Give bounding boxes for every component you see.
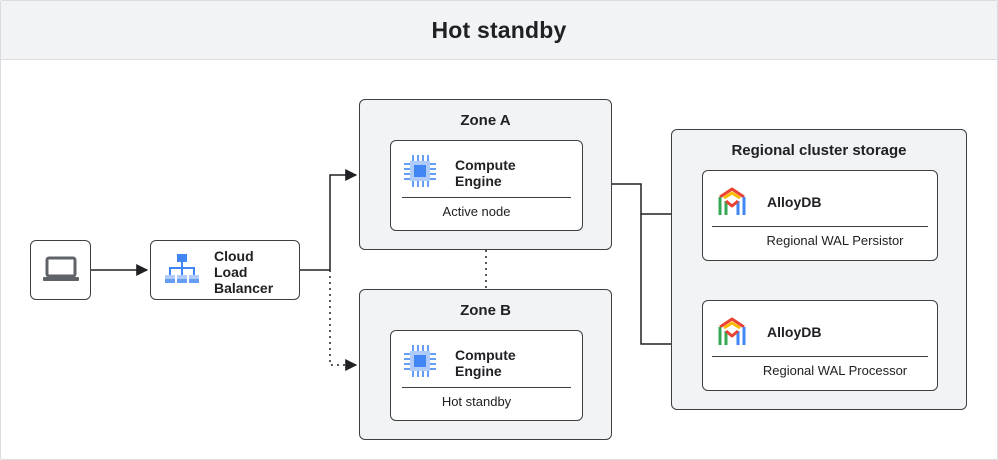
zone-b-compute-engine[interactable]: Compute Engine Hot standby: [390, 330, 583, 421]
storage-item-subtitle: Regional WAL Processor: [762, 363, 908, 378]
diagram-title: Hot standby: [431, 16, 567, 43]
service-name-line: Engine: [455, 173, 502, 189]
storage-title: Regional cluster storage: [731, 142, 907, 159]
load-balancer-label: Cloud Load Balancer: [214, 248, 273, 296]
storage-item-processor[interactable]: AlloyDB Regional WAL Processor: [702, 300, 938, 391]
zone-a-compute-engine[interactable]: Compute Engine Active node: [390, 140, 583, 231]
compute-engine-icon: [404, 155, 436, 187]
storage-item-name: AlloyDB: [767, 194, 822, 210]
zone-b-service-subtitle: Hot standby: [441, 394, 512, 409]
load-balancer-label-line: Load: [214, 264, 248, 280]
client-node[interactable]: [30, 240, 91, 300]
compute-engine-icon: [404, 345, 436, 377]
zone-b-title: Zone B: [460, 302, 511, 319]
zone-b-service-name: Compute Engine: [455, 347, 516, 379]
zone-a-service-name: Compute Engine: [455, 157, 516, 189]
zone-b-divider: [402, 387, 571, 388]
title-bar: Hot standby: [1, 1, 997, 60]
service-name-line: Compute: [455, 157, 516, 173]
storage-item-subtitle: Regional WAL Persistor: [766, 233, 904, 248]
storage-item-divider: [712, 356, 928, 357]
alloydb-icon: [718, 187, 746, 215]
load-balancer-label-line: Balancer: [214, 280, 274, 296]
zone-a-service-subtitle: Active node: [442, 204, 511, 219]
load-balancer-node[interactable]: Cloud Load Balancer: [150, 240, 300, 300]
load-balancer-label-line: Cloud: [214, 248, 254, 264]
zone-a: Zone A Compute Engine Active node: [359, 99, 612, 250]
storage-item-divider: [712, 226, 928, 227]
zone-a-divider: [402, 197, 571, 198]
load-balancer-icon: [165, 254, 199, 283]
laptop-icon: [43, 256, 79, 281]
service-name-line: Compute: [455, 347, 516, 363]
service-name-line: Engine: [455, 363, 502, 379]
storage-item-name: AlloyDB: [767, 324, 822, 340]
zone-a-title: Zone A: [460, 112, 511, 129]
regional-cluster-storage: Regional cluster storage AlloyDB Regiona…: [671, 129, 967, 410]
alloydb-icon: [718, 317, 746, 345]
zone-b: Zone B Compute Engine Hot standby: [359, 289, 612, 440]
storage-item-persistor[interactable]: AlloyDB Regional WAL Persistor: [702, 170, 938, 261]
